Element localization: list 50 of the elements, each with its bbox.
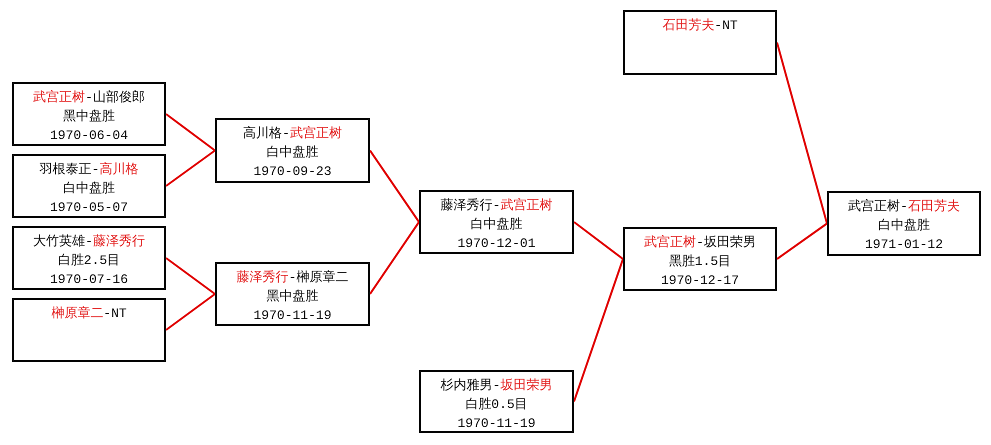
match-result: 白中盘胜 — [266, 144, 318, 162]
match-box — [419, 370, 574, 433]
match-box — [12, 226, 166, 290]
match-players: 大竹英雄-藤泽秀行 — [33, 233, 145, 251]
match-result: 白中盘胜 — [470, 216, 522, 234]
match-players: 武宫正树-山部俊郎 — [33, 89, 145, 107]
match-date: 1970-06-04 — [50, 127, 128, 145]
match-box — [827, 191, 981, 256]
match-date: 1970-11-19 — [253, 307, 332, 325]
match-date: 1971-01-12 — [864, 236, 943, 254]
match-result: 白中盘胜 — [63, 180, 115, 198]
bracket-line — [165, 293, 216, 331]
match-players: 羽根泰正-高川格 — [40, 161, 138, 179]
match-result: 黑胜1.5目 — [668, 253, 732, 271]
match-result: 黑中盘胜 — [63, 108, 115, 126]
bracket-line — [776, 42, 828, 224]
match-date: 1970-07-16 — [50, 271, 128, 289]
match-result: 白胜0.5目 — [465, 396, 528, 414]
match-players: 杉内雅男-坂田荣男 — [440, 377, 552, 395]
bracket-line — [165, 150, 216, 187]
match-players: 石田芳夫-NT — [662, 17, 738, 35]
match-players: 高川格-武宫正树 — [243, 125, 342, 143]
match-players: 武宫正树-坂田荣男 — [644, 234, 756, 252]
match-players: 藤泽秀行-武宫正树 — [440, 197, 552, 215]
match-box — [623, 10, 777, 75]
bracket-line — [369, 150, 420, 223]
match-date: 1970-09-23 — [253, 163, 332, 181]
match-box — [12, 82, 166, 146]
match-date: 1970-12-17 — [660, 272, 739, 290]
match-date: 1970-12-01 — [457, 235, 536, 253]
bracket-line — [573, 221, 624, 260]
match-box — [215, 118, 370, 183]
match-box — [419, 190, 574, 254]
bracket-line — [573, 258, 624, 402]
match-box — [12, 298, 166, 362]
match-date: 1970-05-07 — [50, 199, 128, 217]
match-box — [12, 154, 166, 218]
match-result: 黑中盘胜 — [266, 288, 318, 306]
match-result: 白中盘胜 — [878, 217, 930, 235]
match-box — [623, 227, 777, 291]
match-players: 榊原章二-NT — [51, 305, 127, 323]
match-box — [215, 262, 370, 326]
match-date: 1970-11-19 — [457, 415, 536, 433]
match-players: 藤泽秀行-榊原章二 — [236, 269, 348, 287]
match-players: 武宫正树-石田芳夫 — [848, 198, 960, 216]
bracket-line — [369, 221, 420, 295]
bracket-line — [165, 113, 216, 152]
bracket-line — [776, 222, 828, 260]
match-result: 白胜2.5目 — [58, 252, 120, 270]
bracket-line — [165, 257, 216, 295]
